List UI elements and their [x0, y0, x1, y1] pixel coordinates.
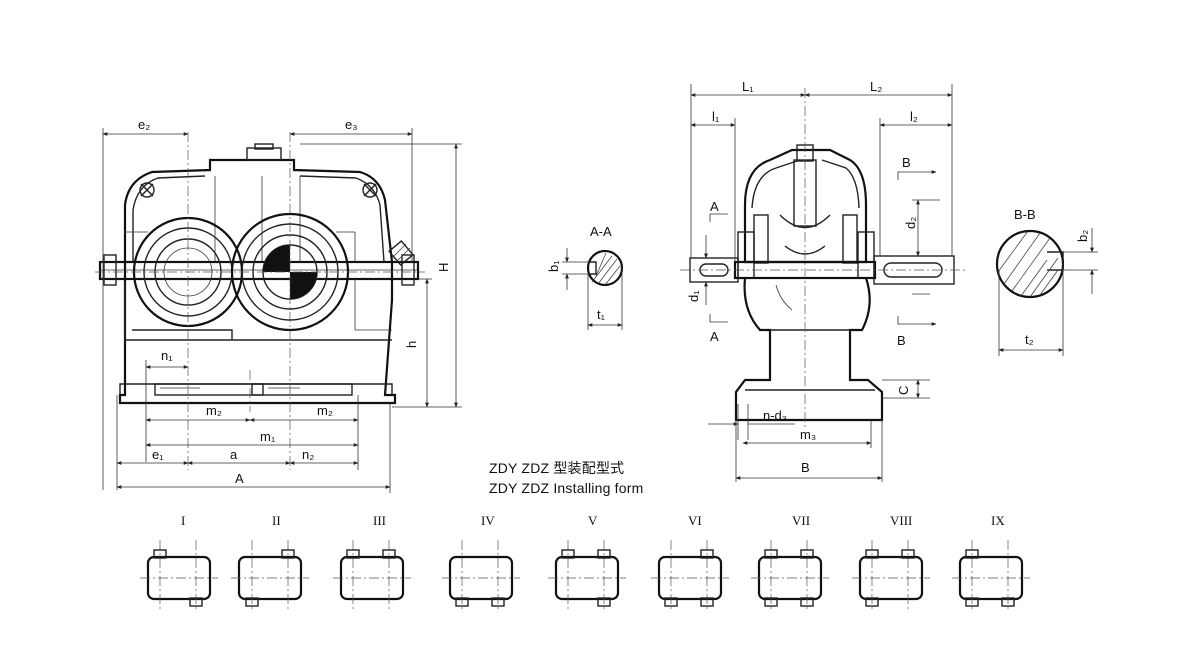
caption-chinese: ZDY ZDZ 型装配型式 [489, 460, 625, 476]
label-a: a [230, 447, 238, 462]
form-VIII-numeral: VIII [890, 513, 912, 528]
section-aa: A-A b₁ t₁ [546, 224, 624, 330]
form-V-numeral: V [588, 513, 598, 528]
label-A-bottom: A [710, 329, 719, 344]
form-V: V [548, 513, 626, 610]
parting-flange [98, 260, 420, 281]
label-A: A [235, 471, 244, 486]
section-aa-title: A-A [590, 224, 612, 239]
label-d1: d₁ [686, 290, 701, 302]
form-VI-numeral: VI [688, 513, 702, 528]
label-nd3: n-d₃ [763, 408, 787, 423]
side-view: L₁ L₂ l₁ l₂ A A B B d₁ d₂ C n-d₃ m₃ B [680, 79, 965, 482]
form-III: III [333, 513, 411, 610]
form-IV: IV [442, 513, 520, 610]
label-m1: m₁ [260, 429, 276, 444]
label-e1: e₁ [152, 447, 164, 462]
label-n1: n₁ [161, 348, 173, 363]
lifting-lug-right [362, 182, 378, 198]
label-d2: d₂ [903, 217, 918, 229]
label-b1: b₁ [546, 260, 561, 272]
label-m3: m₃ [800, 427, 816, 442]
form-IX-numeral: IX [991, 513, 1005, 528]
section-bb-title: B-B [1014, 207, 1036, 222]
label-B-top: B [902, 155, 911, 170]
label-t1: t₁ [597, 307, 606, 322]
label-L1: L₁ [742, 79, 754, 94]
front-view: e₂ e₃ H h n₁ m₂ m₂ m₁ e₁ a n₂ A [95, 117, 462, 493]
label-H: H [436, 263, 451, 272]
installing-forms: I II III IV [140, 513, 1030, 610]
label-m2-right: m₂ [317, 403, 333, 418]
label-h: h [404, 341, 419, 348]
form-I: I [140, 513, 218, 610]
form-IX: IX [952, 513, 1030, 610]
housing-outline [118, 158, 397, 405]
label-C: C [896, 386, 911, 395]
form-IV-numeral: IV [481, 513, 495, 528]
label-b2: b₂ [1075, 230, 1090, 242]
form-VII: VII [751, 513, 829, 610]
label-e3: e₃ [345, 117, 358, 132]
label-B-width: B [801, 460, 810, 475]
side-housing [743, 148, 868, 264]
form-III-numeral: III [373, 513, 386, 528]
lifting-lug-left [139, 182, 155, 198]
caption-english: ZDY ZDZ Installing form [489, 480, 644, 496]
label-l2: l₂ [910, 109, 918, 124]
form-II: II [231, 513, 309, 610]
label-L2: L₂ [870, 79, 882, 94]
section-bb: B-B b₂ t₂ [995, 207, 1098, 356]
form-I-numeral: I [181, 513, 185, 528]
form-VIII: VIII [852, 513, 930, 610]
form-VII-numeral: VII [792, 513, 810, 528]
shaft-quadrant-symbol [263, 245, 290, 272]
base-foot [119, 383, 393, 395]
form-II-numeral: II [272, 513, 281, 528]
form-VI: VI [651, 513, 729, 610]
label-m2-left: m₂ [206, 403, 222, 418]
label-l1: l₁ [712, 109, 720, 124]
label-t2: t₂ [1025, 332, 1034, 347]
oil-level-indicator [388, 239, 414, 267]
label-e2: e₂ [138, 117, 150, 132]
label-A-top: A [710, 199, 719, 214]
label-n2: n₂ [302, 447, 314, 462]
label-B-bottom: B [897, 333, 906, 348]
inspection-cover [246, 147, 282, 161]
